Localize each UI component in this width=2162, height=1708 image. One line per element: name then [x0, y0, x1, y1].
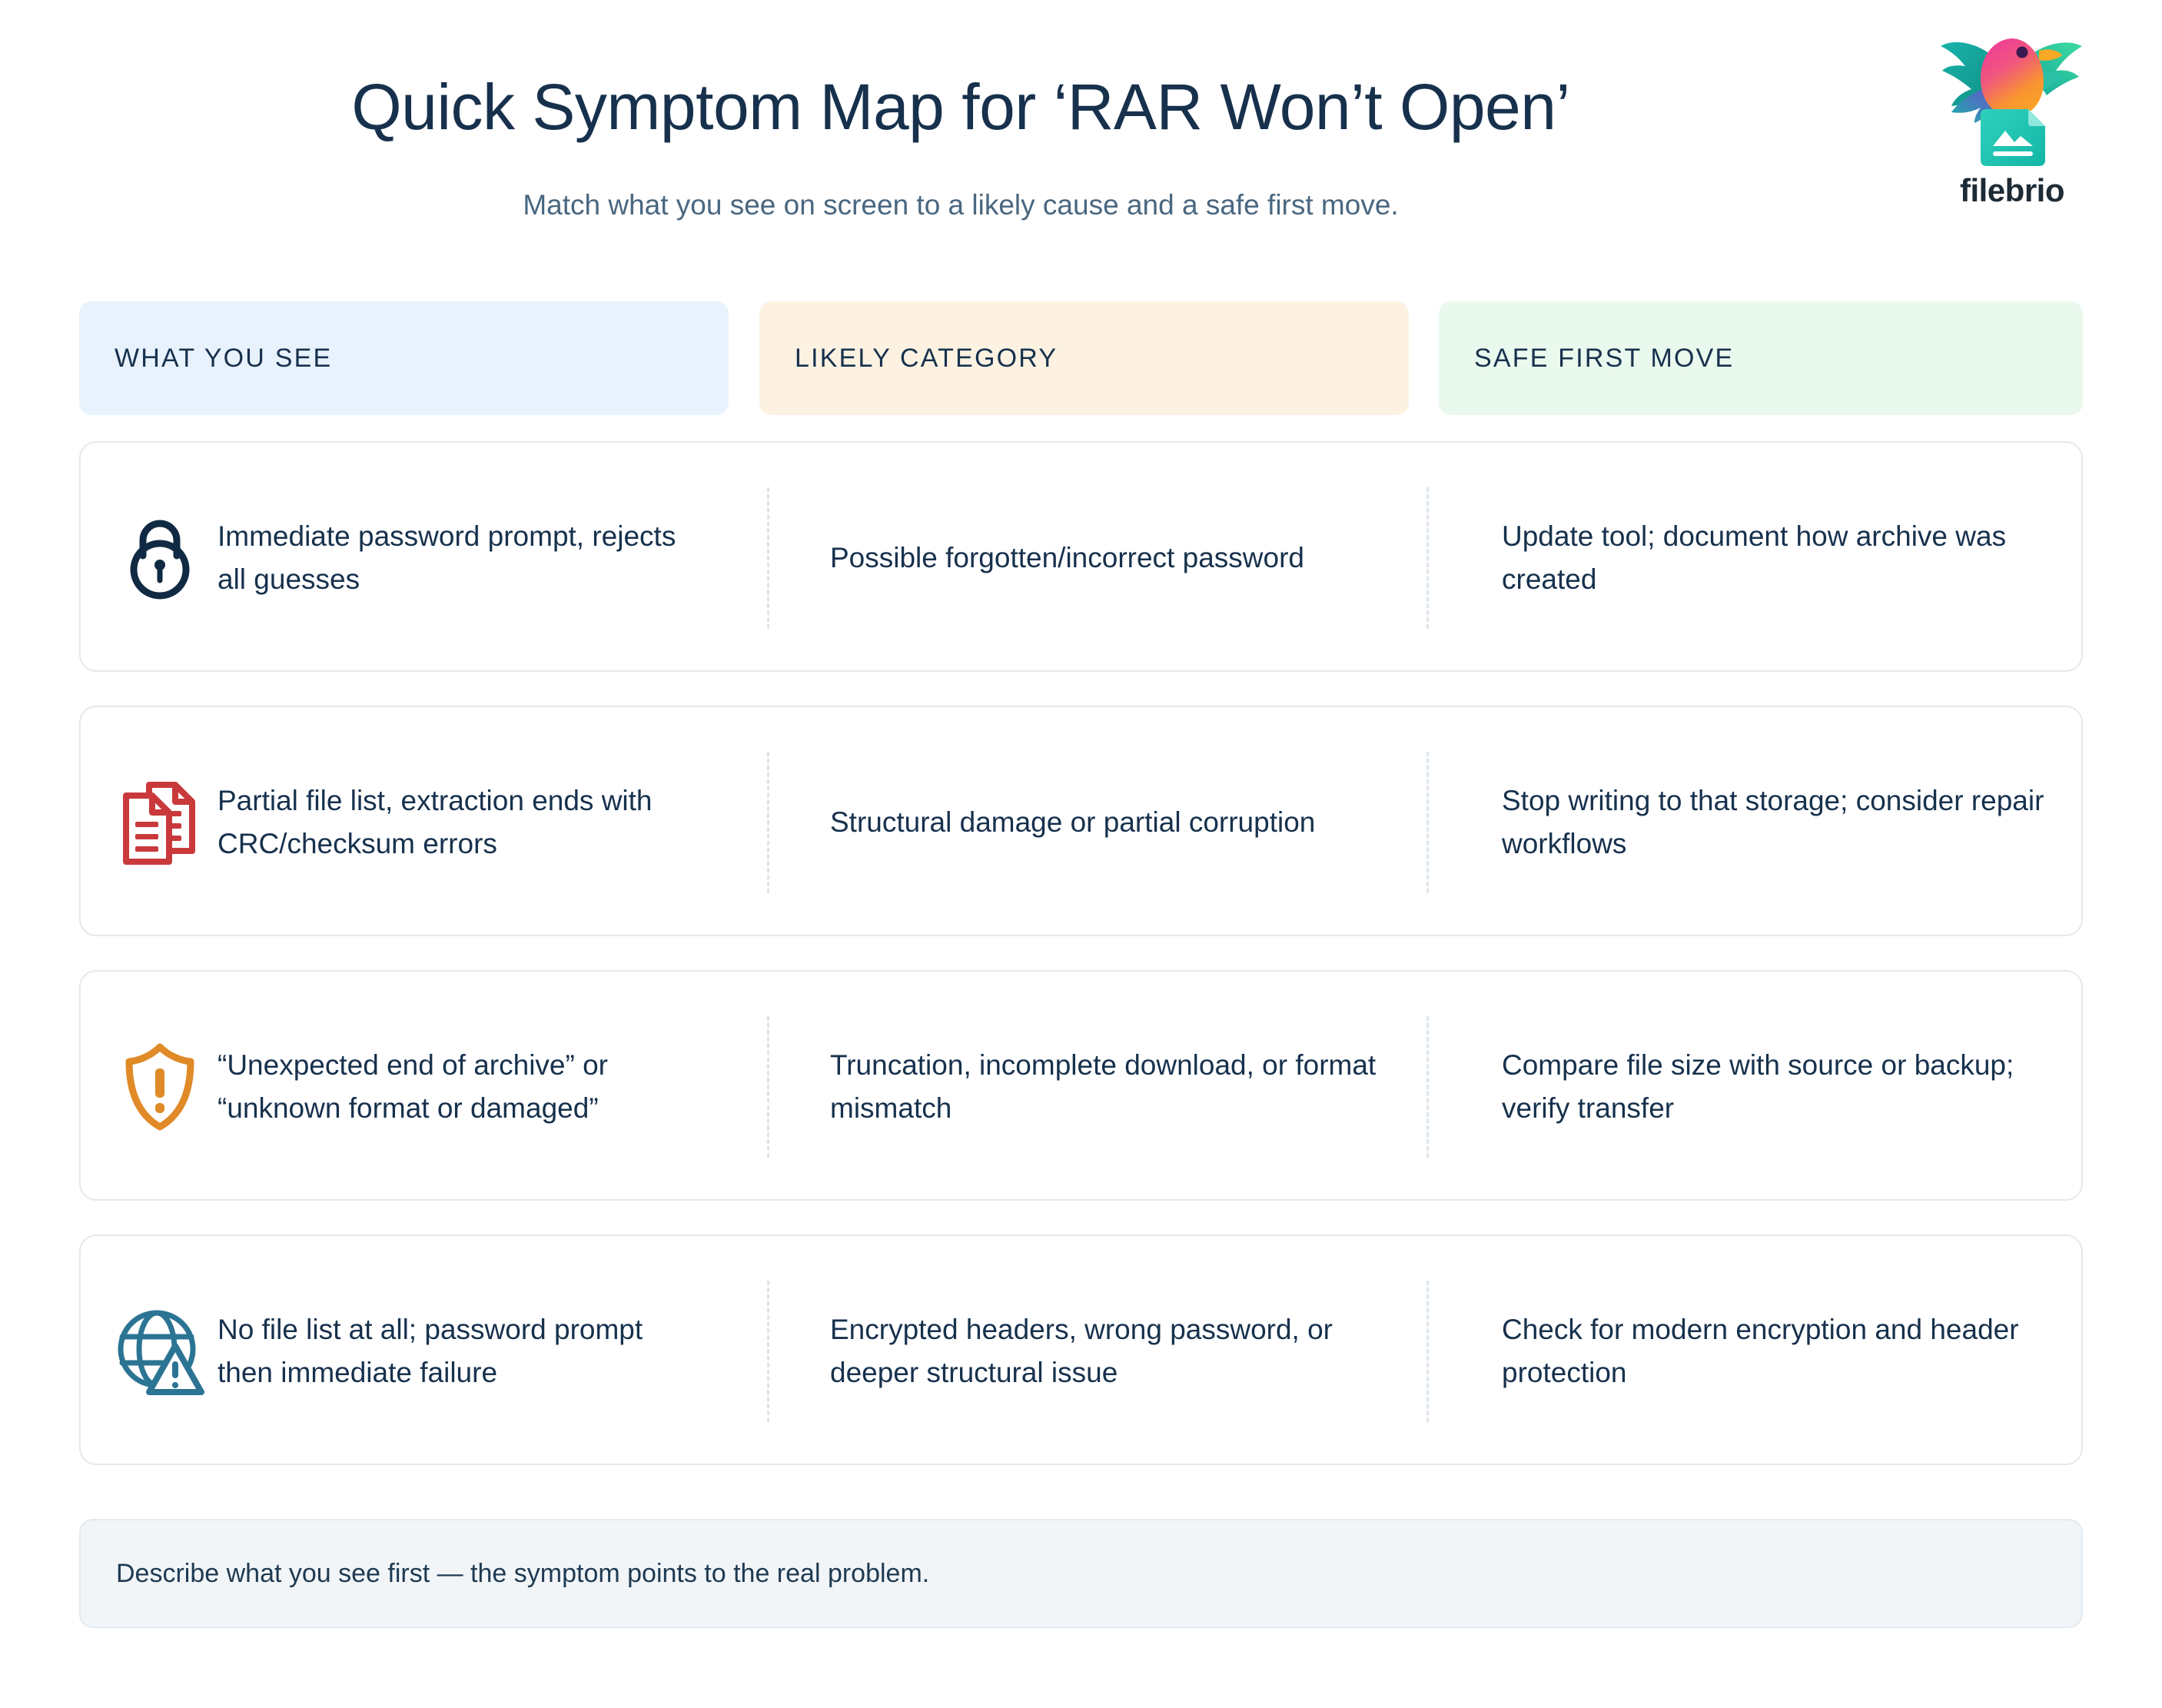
brand-name: filebrio [1959, 172, 2065, 208]
column-header-likely-category: LIKELY CATEGORY [759, 301, 1409, 415]
row-divider [767, 752, 769, 893]
row-divider [1426, 752, 1429, 893]
table-row: “Unexpected end of archive” or “unknown … [79, 970, 2083, 1201]
row-action-cell: Update tool; document how archive was cr… [1426, 443, 2084, 673]
row-divider [1426, 1281, 1429, 1422]
row-action-text: Stop writing to that storage; consider r… [1502, 784, 2044, 859]
row-category-text: Truncation, incomplete download, or form… [830, 1048, 1377, 1124]
page-subtitle: Match what you see on screen to a likely… [523, 189, 1399, 221]
table-row: No file list at all; password prompt the… [79, 1234, 2083, 1465]
row-divider [1426, 487, 1429, 629]
padlock-icon [102, 504, 218, 612]
column-header-what-you-see: WHAT YOU SEE [79, 301, 729, 415]
row-symptom-cell: Immediate password prompt, rejects all g… [81, 443, 767, 673]
row-action-cell: Compare file size with source or backup;… [1426, 972, 2084, 1202]
column-headers: WHAT YOU SEE LIKELY CATEGORY SAFE FIRST … [79, 301, 2083, 415]
table-row: Immediate password prompt, rejects all g… [79, 441, 2083, 672]
row-symptom-text: Immediate password prompt, rejects all g… [218, 520, 676, 595]
row-action-cell: Check for modern encryption and header p… [1426, 1236, 2084, 1467]
table-row: Partial file list, extraction ends with … [79, 706, 2083, 936]
row-divider [767, 1281, 769, 1422]
row-action-text: Check for modern encryption and header p… [1502, 1313, 2019, 1388]
row-action-text: Update tool; document how archive was cr… [1502, 520, 2007, 595]
footnote-banner: Describe what you see first — the sympto… [79, 1519, 2083, 1628]
row-category-text: Structural damage or partial corruption [830, 806, 1316, 838]
symptom-rows: Immediate password prompt, rejects all g… [79, 441, 2083, 1499]
globe-warning-icon [102, 1298, 218, 1405]
row-action-cell: Stop writing to that storage; consider r… [1426, 707, 2084, 938]
shield-warning-icon [102, 1033, 218, 1141]
row-divider [1426, 1016, 1429, 1158]
column-header-safe-first-move: SAFE FIRST MOVE [1439, 301, 2083, 415]
page-title: Quick Symptom Map for ‘RAR Won’t Open’ [351, 71, 1570, 143]
footnote-text: Describe what you see first — the sympto… [116, 1558, 930, 1588]
row-divider [767, 487, 769, 629]
row-symptom-text: No file list at all; password prompt the… [218, 1313, 643, 1388]
row-action-text: Compare file size with source or backup;… [1502, 1048, 2014, 1124]
brand-logo: filebrio [1908, 23, 2116, 231]
row-category-cell: Possible forgotten/incorrect password [767, 443, 1426, 673]
row-category-text: Possible forgotten/incorrect password [830, 541, 1304, 573]
row-symptom-text: Partial file list, extraction ends with … [218, 784, 653, 859]
row-category-cell: Encrypted headers, wrong password, or de… [767, 1236, 1426, 1467]
row-symptom-text: “Unexpected end of archive” or “unknown … [218, 1048, 608, 1124]
row-symptom-cell: No file list at all; password prompt the… [81, 1236, 767, 1467]
row-category-cell: Truncation, incomplete download, or form… [767, 972, 1426, 1202]
row-category-cell: Structural damage or partial corruption [767, 707, 1426, 938]
row-symptom-cell: Partial file list, extraction ends with … [81, 707, 767, 938]
row-symptom-cell: “Unexpected end of archive” or “unknown … [81, 972, 767, 1202]
documents-icon [102, 769, 218, 876]
row-divider [767, 1016, 769, 1158]
bird-on-file-icon [1941, 38, 2082, 166]
page-header: Quick Symptom Map for ‘RAR Won’t Open’ M… [0, 0, 2162, 277]
row-category-text: Encrypted headers, wrong password, or de… [830, 1313, 1333, 1388]
